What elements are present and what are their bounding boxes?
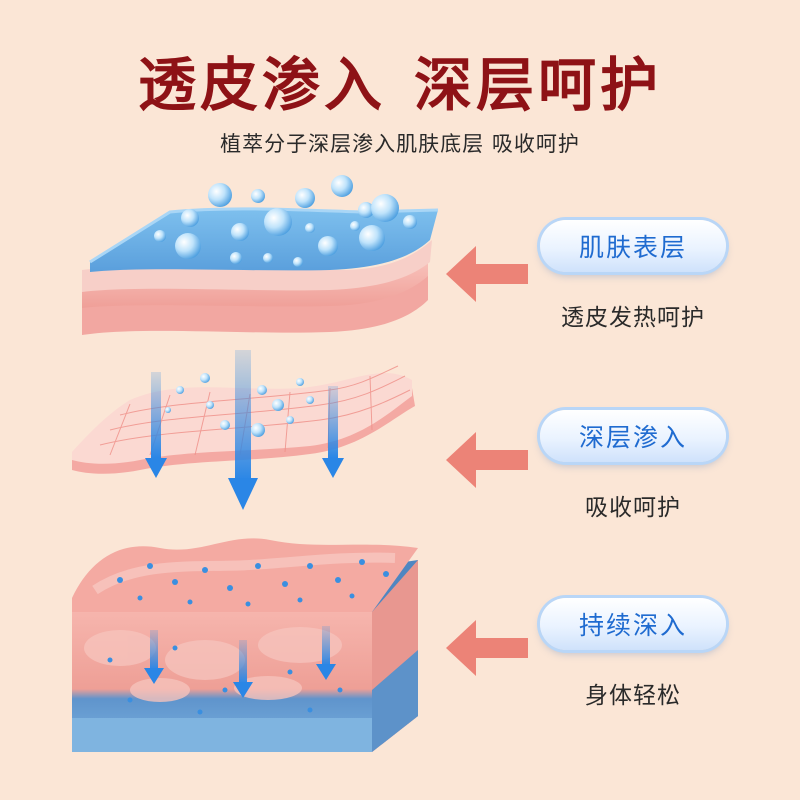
arrow-left-icon [446, 246, 528, 302]
stage-pill-continuous: 持续深入 [540, 598, 726, 650]
stage-caption-surface: 透皮发热呵护 [561, 305, 705, 331]
stage-caption-continuous: 身体轻松 [585, 683, 681, 709]
molecule-bubble-icon [154, 175, 417, 267]
stage-caption-deep: 吸收呵护 [585, 495, 681, 521]
subheadline: 植萃分子深层渗入肌肤底层 吸收呵护 [220, 132, 580, 156]
surface-skin-layer [82, 207, 439, 335]
arrow-left-icon [446, 620, 528, 676]
arrow-down-icon [145, 350, 344, 510]
headline: 透皮渗入深层呵护 [0, 38, 800, 122]
arrow-down-icon [144, 626, 336, 698]
molecule-bubble-icon [165, 373, 314, 437]
headline-right: 深层呵护 [414, 51, 663, 119]
stage-pill-surface: 肌肤表层 [540, 220, 726, 272]
arrow-left-icon [446, 432, 528, 488]
stage-pill-deep: 深层渗入 [540, 410, 726, 462]
headline-left: 透皮渗入 [137, 51, 386, 119]
molecule-bubble-icon [107, 559, 389, 715]
